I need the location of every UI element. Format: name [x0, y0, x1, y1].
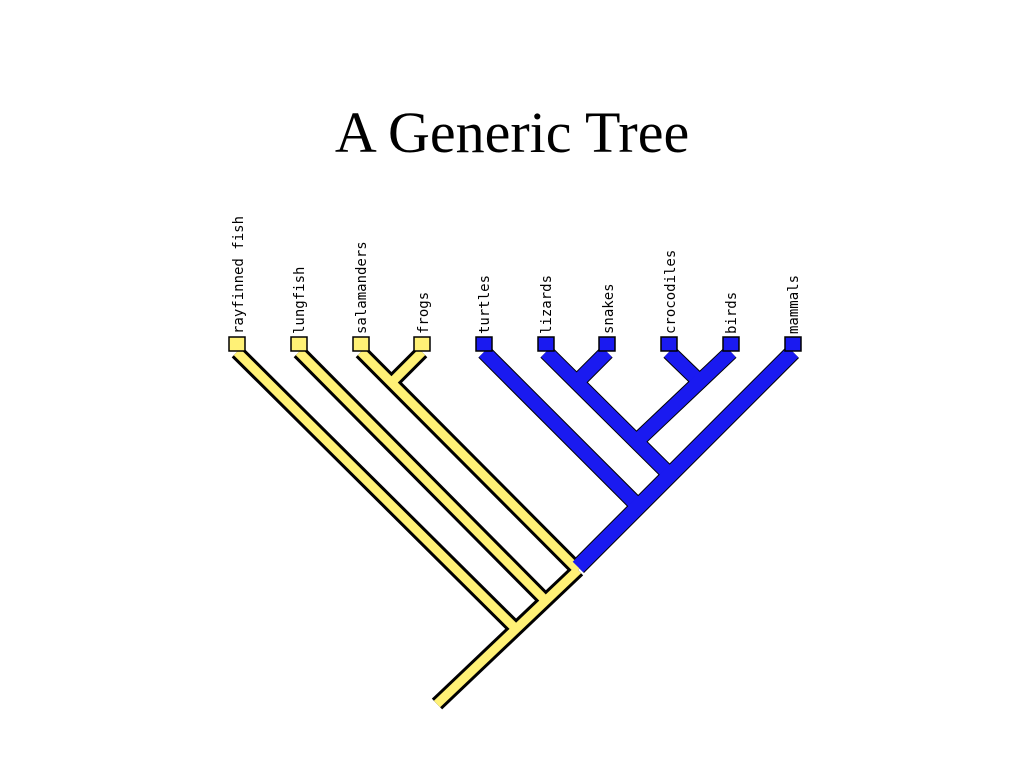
tip-box-rayfinned-fish: [228, 336, 246, 352]
tip-box-frogs: [413, 336, 431, 352]
tip-box-crocodiles: [660, 336, 678, 352]
branch-10: [572, 346, 799, 573]
branch-0: [233, 348, 519, 632]
tip-box-mammals: [784, 336, 802, 352]
branch-2: [357, 348, 582, 574]
tip-boxes: [228, 336, 802, 352]
taxon-label-lizards: lizards: [539, 275, 555, 334]
taxon-label-snakes: snakes: [601, 283, 617, 334]
taxon-label-mammals: mammals: [786, 275, 802, 334]
taxon-label-salamanders: salamanders: [354, 241, 370, 334]
tip-box-lungfish: [290, 336, 308, 352]
slide-title: A Generic Tree: [334, 100, 690, 165]
tip-box-snakes: [598, 336, 616, 352]
taxon-label-crocodiles: crocodiles: [663, 250, 679, 334]
taxon-label-lungfish: lungfish: [292, 267, 308, 334]
branch-9: [633, 346, 736, 446]
tip-box-turtles: [475, 336, 493, 352]
branch-1: [295, 348, 549, 604]
branches: [231, 345, 800, 710]
branch-3: [388, 348, 426, 386]
branch-6: [541, 347, 670, 475]
taxon-label-birds: birds: [724, 292, 740, 334]
tip-labels: rayfinned fish lungfish salamanders frog…: [231, 216, 802, 334]
branch-7: [571, 347, 612, 388]
tip-box-salamanders: [352, 336, 370, 352]
taxon-label-rayfinned-fish: rayfinned fish: [231, 216, 247, 334]
branch-5: [479, 347, 645, 513]
branch-4: [433, 566, 582, 708]
taxon-label-turtles: turtles: [477, 275, 493, 334]
tip-box-lizards: [537, 336, 555, 352]
taxon-label-frogs: frogs: [416, 292, 432, 334]
tip-box-birds: [722, 336, 740, 352]
